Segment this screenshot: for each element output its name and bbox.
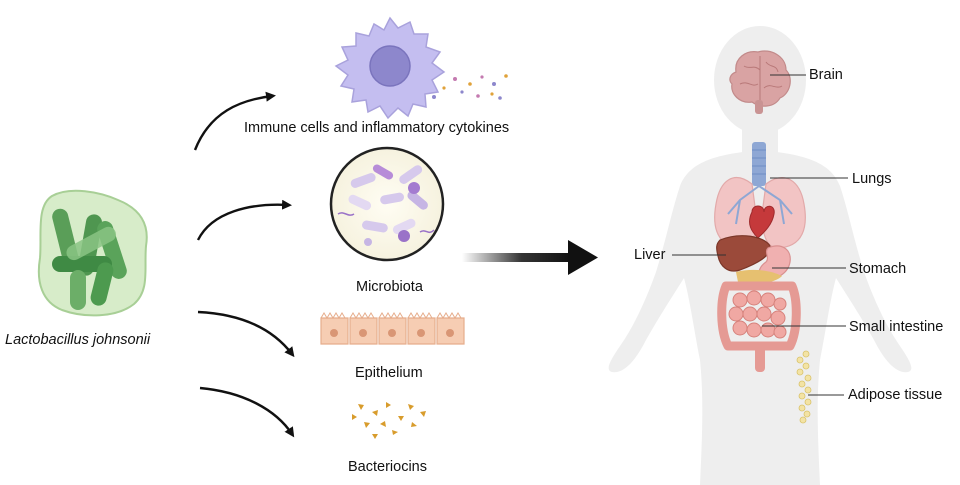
organ-label-stomach: Stomach: [849, 261, 907, 277]
main-effect-arrow: [462, 240, 598, 275]
epithelium-cells-icon: [320, 312, 465, 345]
organ-label-liver: Liver: [634, 247, 666, 263]
organ-leader-lines: [672, 74, 848, 396]
mechanism-label-microbiota: Microbiota: [356, 279, 423, 295]
bacteria-cluster-icon: [37, 189, 148, 317]
immune-cell-icon: [334, 16, 446, 120]
mechanism-label-immune: Immune cells and inflammatory cytokines: [244, 120, 510, 136]
mechanism-arrows: [193, 91, 295, 438]
mechanism-label-bacteriocins: Bacteriocins: [348, 459, 427, 475]
cytokines-icon: [432, 74, 508, 100]
arrow-to-microbiota: [196, 199, 292, 241]
bacteriocins-icon: [352, 402, 426, 439]
arrow-to-epithelium: [197, 310, 295, 358]
microbiota-petri-icon: [329, 146, 445, 262]
source-organism-label: Lactobacillus johnsonii: [5, 332, 151, 348]
human-body-icon: [608, 26, 912, 485]
mechanism-label-epithelium: Epithelium: [355, 365, 423, 381]
arrow-to-bacteriocins: [199, 386, 295, 438]
organ-label-lungs: Lungs: [852, 171, 892, 187]
organ-label-small-intestine: Small intestine: [849, 319, 944, 335]
organ-label-brain: Brain: [809, 67, 843, 83]
organ-label-adipose-tissue: Adipose tissue: [848, 387, 943, 403]
arrow-to-immune: [193, 91, 276, 151]
